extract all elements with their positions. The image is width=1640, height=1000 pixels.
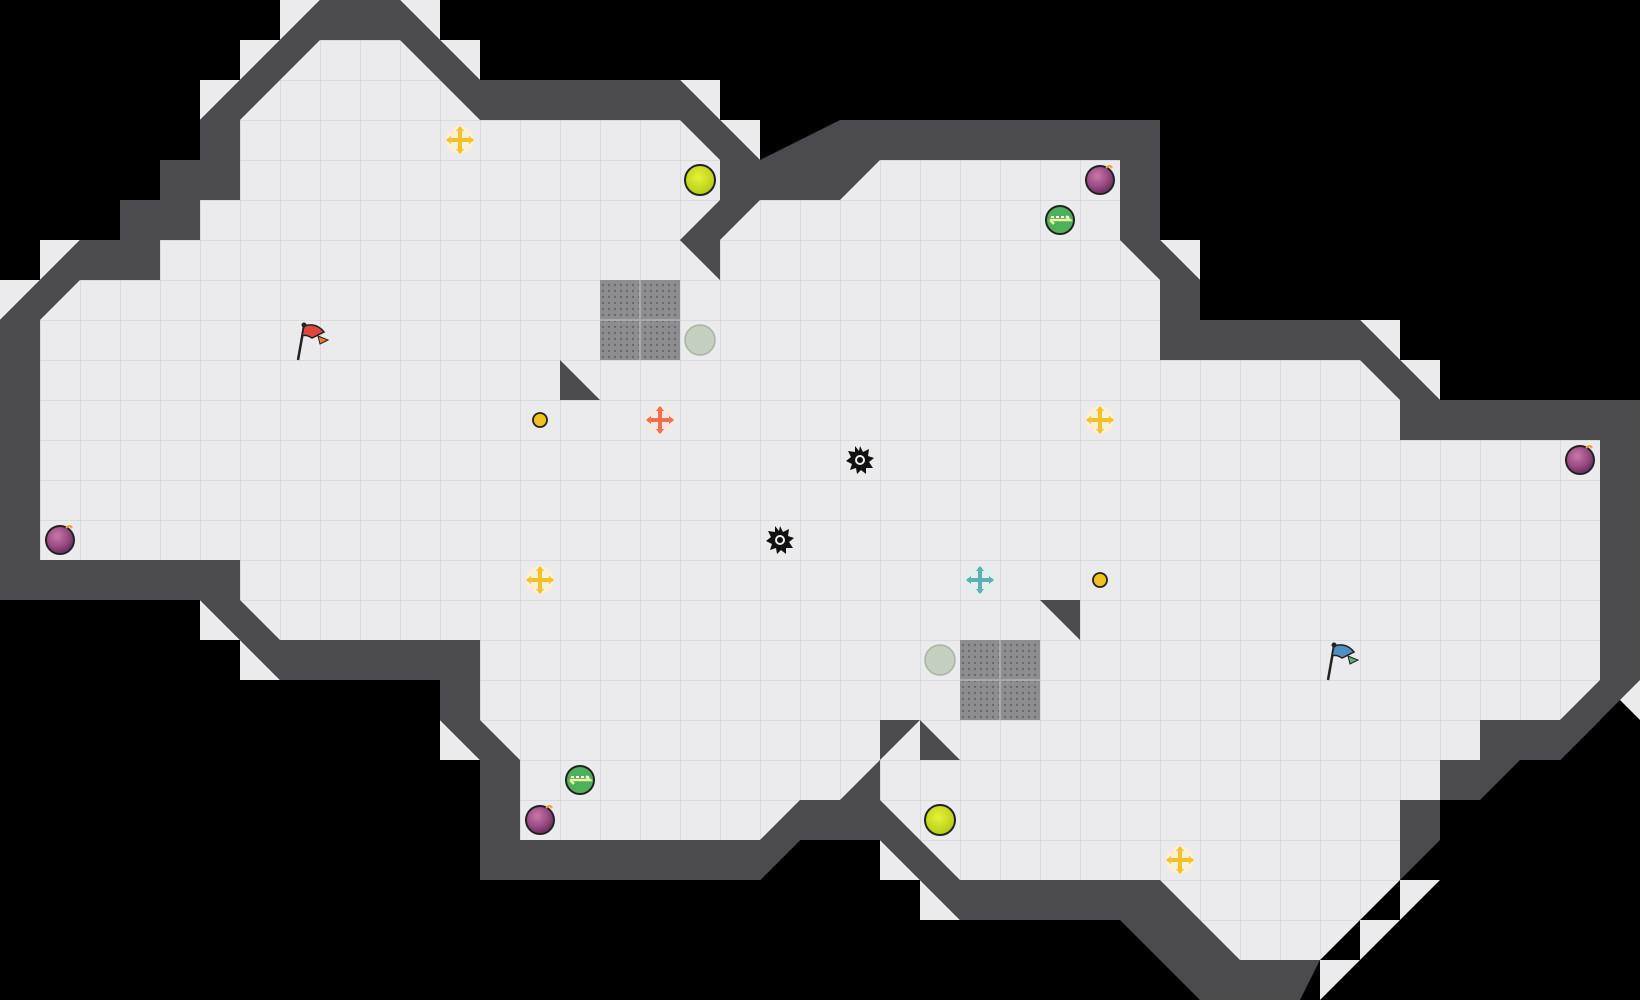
diagonal-wall-blocks (560, 200, 1080, 760)
boost-pad-icon (1086, 406, 1114, 434)
boost-pad-icon (1166, 846, 1194, 874)
blue-flag-icon (1326, 642, 1360, 681)
gate-top (600, 280, 680, 360)
red-boost-pad-icon (646, 406, 674, 434)
blue-boost-pad-icon (966, 566, 994, 594)
spike-icon (766, 526, 794, 554)
bomb-icon (1565, 445, 1595, 475)
toggle-button-icon (924, 804, 956, 836)
boost-pad-icon (526, 566, 554, 594)
bomb-icon (525, 805, 555, 835)
bomb-icon (45, 525, 75, 555)
spike-icon (846, 446, 874, 474)
red-flag-icon (296, 322, 330, 361)
boost-pad-icon (446, 126, 474, 154)
portal (924, 644, 956, 676)
gate-bottom (960, 640, 1040, 720)
portal (684, 324, 716, 356)
small-button-icon (1092, 572, 1108, 588)
floor (40, 40, 1600, 960)
powerup-icon (1045, 205, 1075, 235)
toggle-button-icon (684, 164, 716, 196)
bomb-icon (1085, 165, 1115, 195)
powerup-icon (565, 765, 595, 795)
small-button-icon (532, 412, 548, 428)
